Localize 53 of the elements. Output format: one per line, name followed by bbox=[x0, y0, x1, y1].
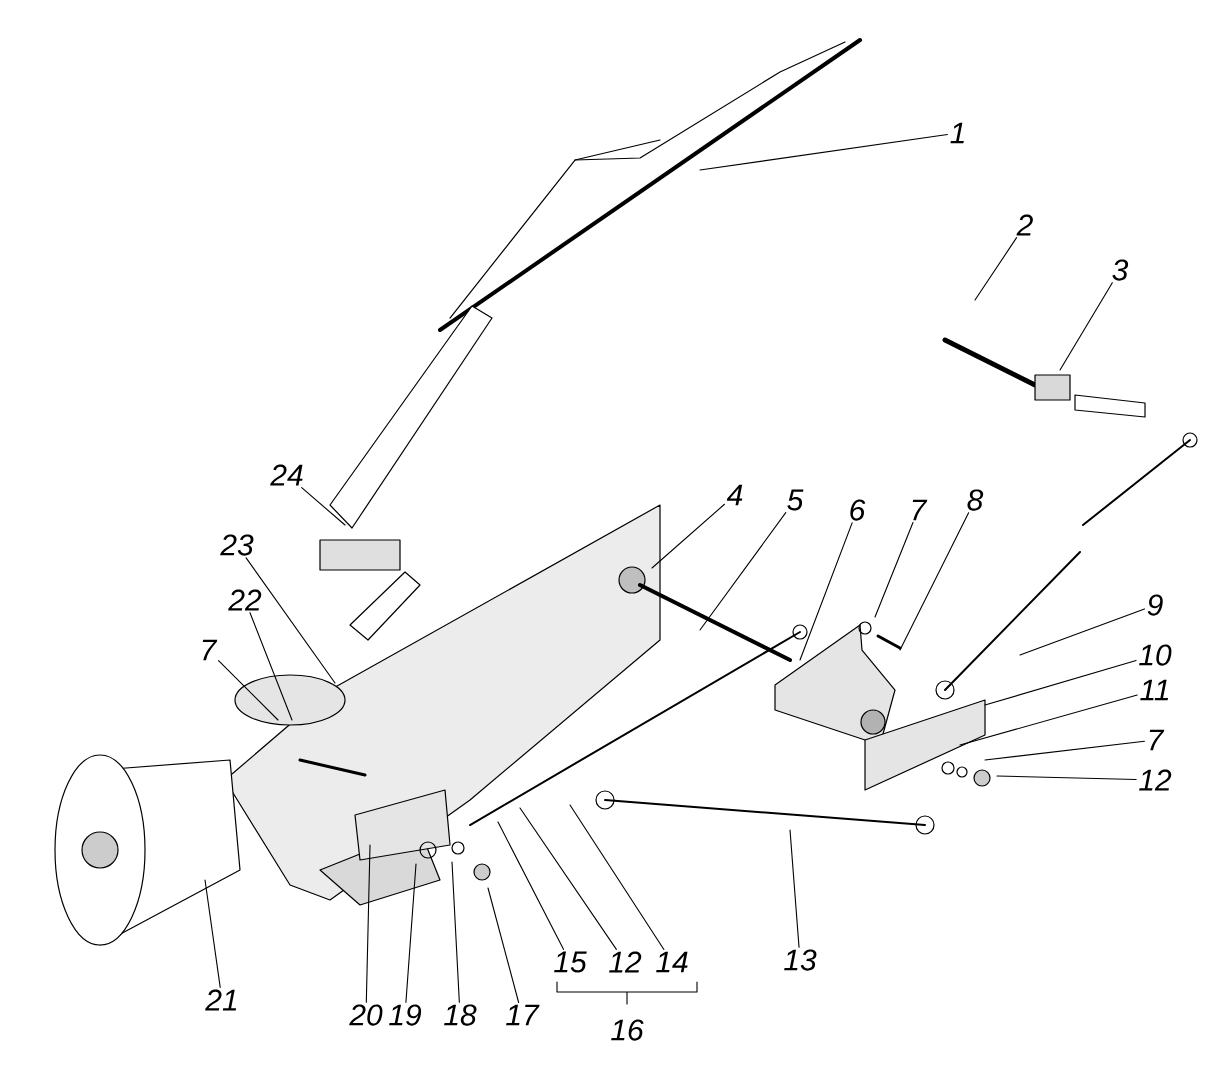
callout-number: 7 bbox=[202, 639, 218, 661]
callout-number: 7 bbox=[1149, 729, 1165, 751]
leader-line bbox=[874, 522, 914, 618]
leader-line bbox=[959, 694, 1138, 746]
callout-number: 21 bbox=[205, 989, 237, 1011]
leader-line bbox=[497, 821, 565, 950]
callout-number: 18 bbox=[444, 1004, 477, 1026]
callout-number: 10 bbox=[1139, 644, 1172, 666]
leader-line bbox=[799, 522, 853, 661]
callout-number: 11 bbox=[1140, 679, 1169, 701]
leader-line bbox=[984, 740, 1145, 761]
callout-number: 23 bbox=[220, 534, 254, 556]
leader-line bbox=[996, 775, 1137, 781]
callout-number: 1 bbox=[950, 122, 964, 144]
callout-number: 24 bbox=[270, 464, 303, 486]
callout-number: 3 bbox=[1112, 259, 1129, 281]
leader-line bbox=[699, 512, 787, 631]
leader-line bbox=[301, 487, 346, 526]
leader-line bbox=[899, 512, 970, 651]
callout-number: 15 bbox=[554, 951, 587, 973]
leader-line bbox=[699, 133, 948, 171]
callout-number: 20 bbox=[349, 1004, 383, 1026]
callout-number: 13 bbox=[784, 949, 817, 971]
leader-line bbox=[245, 557, 336, 684]
callout-number: 12 bbox=[609, 951, 642, 973]
leader-line bbox=[365, 844, 371, 1003]
callout-number: 19 bbox=[389, 1004, 422, 1026]
leader-line bbox=[204, 879, 221, 988]
leader-line bbox=[451, 861, 460, 1003]
leader-line bbox=[487, 887, 520, 1004]
callout-number: 9 bbox=[1147, 594, 1163, 616]
leader-line bbox=[651, 503, 725, 569]
leader-line bbox=[405, 863, 417, 1003]
leader-line bbox=[984, 660, 1137, 706]
callout-number: 22 bbox=[228, 589, 262, 611]
callout-number: 7 bbox=[912, 499, 928, 521]
leader-line bbox=[789, 829, 800, 948]
leader-line bbox=[519, 807, 617, 950]
callout-number: 2 bbox=[1016, 214, 1033, 236]
leader-line bbox=[569, 804, 665, 951]
leader-line bbox=[974, 237, 1018, 301]
callout-number: 12 bbox=[1139, 769, 1172, 791]
callout-number: 6 bbox=[850, 499, 866, 521]
leader-line bbox=[1019, 608, 1145, 656]
callout-number: 16 bbox=[611, 1019, 644, 1041]
callout-number: 8 bbox=[967, 489, 984, 511]
callout-number: 4 bbox=[726, 484, 743, 506]
callout-number: 17 bbox=[506, 1004, 540, 1026]
leader-line bbox=[218, 660, 279, 721]
leader-line bbox=[249, 612, 293, 721]
callout-number: 5 bbox=[787, 489, 804, 511]
callout-number: 14 bbox=[656, 951, 688, 973]
leader-line bbox=[1059, 282, 1113, 371]
